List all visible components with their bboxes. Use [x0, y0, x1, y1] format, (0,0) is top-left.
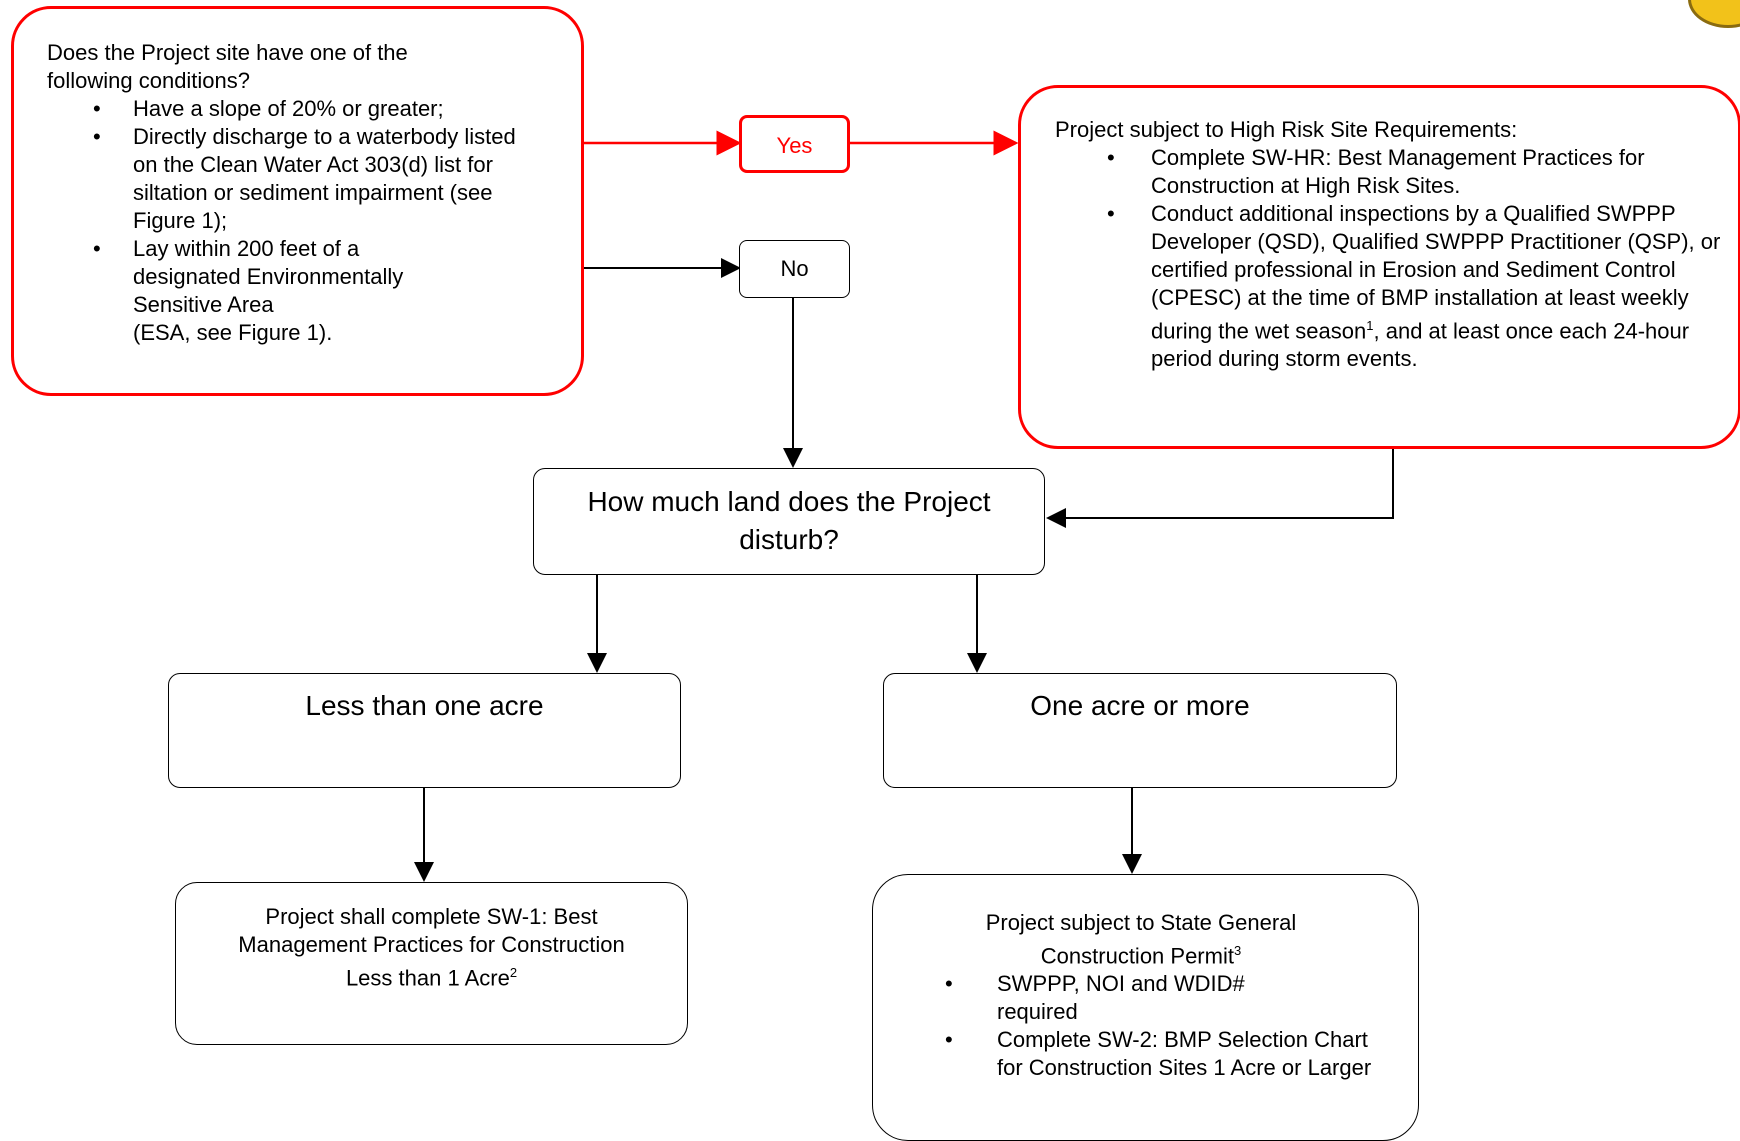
- one-acre-or-more-label: One acre or more: [1030, 690, 1250, 721]
- sw1-footnote: 2: [509, 965, 518, 980]
- high-risk-requirements-box: Project subject to High Risk Site Requir…: [1018, 85, 1740, 449]
- condition-discharge: •Directly discharge to a waterbody liste…: [93, 124, 516, 233]
- state-permit-item-sw2: •Complete SW-2: BMP Selection Chart for …: [945, 1027, 1372, 1081]
- no-decision-box: No: [739, 240, 850, 298]
- no-label: No: [780, 256, 809, 281]
- state-permit-outcome-box: Project subject to State General Constru…: [872, 874, 1419, 1141]
- conditions-question: Does the Project site have one of the fo…: [47, 40, 408, 93]
- high-risk-item-inspections: •Conduct additional inspections by a Qua…: [1107, 201, 1721, 372]
- one-acre-or-more-box: One acre or more: [883, 673, 1397, 788]
- yes-label: Yes: [776, 133, 813, 158]
- land-disturbance-question-box: How much land does the Project disturb?: [533, 468, 1045, 575]
- arrow-high-risk-to-land-question: [1046, 447, 1394, 528]
- high-risk-item-sw-hr: •Complete SW-HR: Best Management Practic…: [1107, 145, 1645, 198]
- land-question-text: How much land does the Project disturb?: [587, 486, 991, 555]
- conditions-list: •Have a slope of 20% or greater; •Direct…: [47, 95, 543, 347]
- state-permit-title: Project subject to State General Constru…: [985, 910, 1297, 969]
- state-permit-item-swppp: •SWPPP, NOI and WDID# required: [945, 971, 1245, 1025]
- yes-decision-box: Yes: [739, 115, 850, 173]
- high-risk-list: •Complete SW-HR: Best Management Practic…: [1055, 144, 1740, 373]
- state-permit-list: •SWPPP, NOI and WDID# required •Complete…: [873, 970, 1387, 1082]
- condition-esa-note: (ESA, see Figure 1).: [133, 320, 333, 345]
- condition-esa: •Lay within 200 feet of a designated Env…: [93, 236, 404, 317]
- high-risk-title: Project subject to High Risk Site Requir…: [1055, 117, 1518, 142]
- site-conditions-box: Does the Project site have one of the fo…: [11, 6, 584, 396]
- sw1-text: Project shall complete SW-1: Best Manage…: [238, 904, 625, 991]
- less-than-acre-label: Less than one acre: [305, 690, 544, 721]
- less-than-one-acre-box: Less than one acre: [168, 673, 681, 788]
- condition-slope: •Have a slope of 20% or greater;: [93, 96, 444, 121]
- sw1-outcome-box: Project shall complete SW-1: Best Manage…: [175, 882, 688, 1045]
